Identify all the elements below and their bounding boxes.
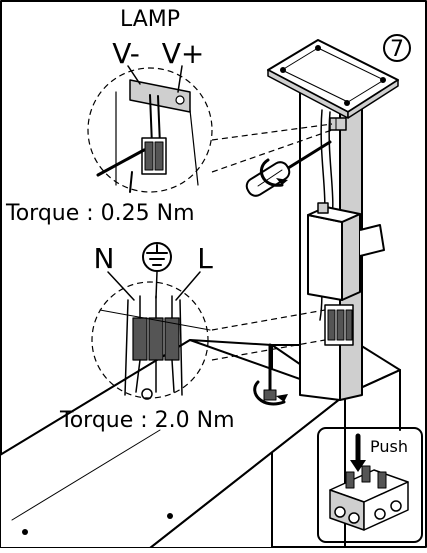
terminal-v-plus-label: V+	[162, 37, 205, 70]
lamp-title: LAMP	[120, 7, 180, 32]
top-plate	[267, 39, 399, 119]
step-number: 7	[390, 37, 404, 62]
driver-box	[307, 202, 385, 301]
ground-symbol-icon	[142, 242, 172, 272]
push-arrow-icon	[350, 433, 366, 472]
terminal-v-minus-label: V-	[112, 37, 140, 70]
screwdriver-icon	[245, 140, 332, 197]
lamp-terminal-on-column	[329, 117, 347, 131]
lamp-callout	[87, 67, 213, 193]
terminal-n-label: N	[94, 242, 115, 275]
screw-hole	[167, 513, 173, 519]
terminal-block-icon	[329, 465, 409, 531]
power-terminal-on-column	[324, 304, 354, 346]
driver-tool-icon	[253, 343, 288, 406]
power-torque-label: Torque : 2.0 Nm	[59, 408, 235, 433]
step-number-badge: 7	[383, 34, 411, 62]
push-inset: Push	[317, 427, 423, 543]
lamp-torque-label: Torque : 0.25 Nm	[5, 201, 195, 226]
callout-leaders	[211, 123, 333, 361]
power-callout	[91, 281, 211, 399]
cabinet-base	[0, 339, 401, 549]
screw-head	[141, 388, 153, 400]
screw-hole	[22, 529, 28, 535]
push-label: Push	[370, 437, 408, 456]
terminal-l-label: L	[197, 242, 213, 275]
